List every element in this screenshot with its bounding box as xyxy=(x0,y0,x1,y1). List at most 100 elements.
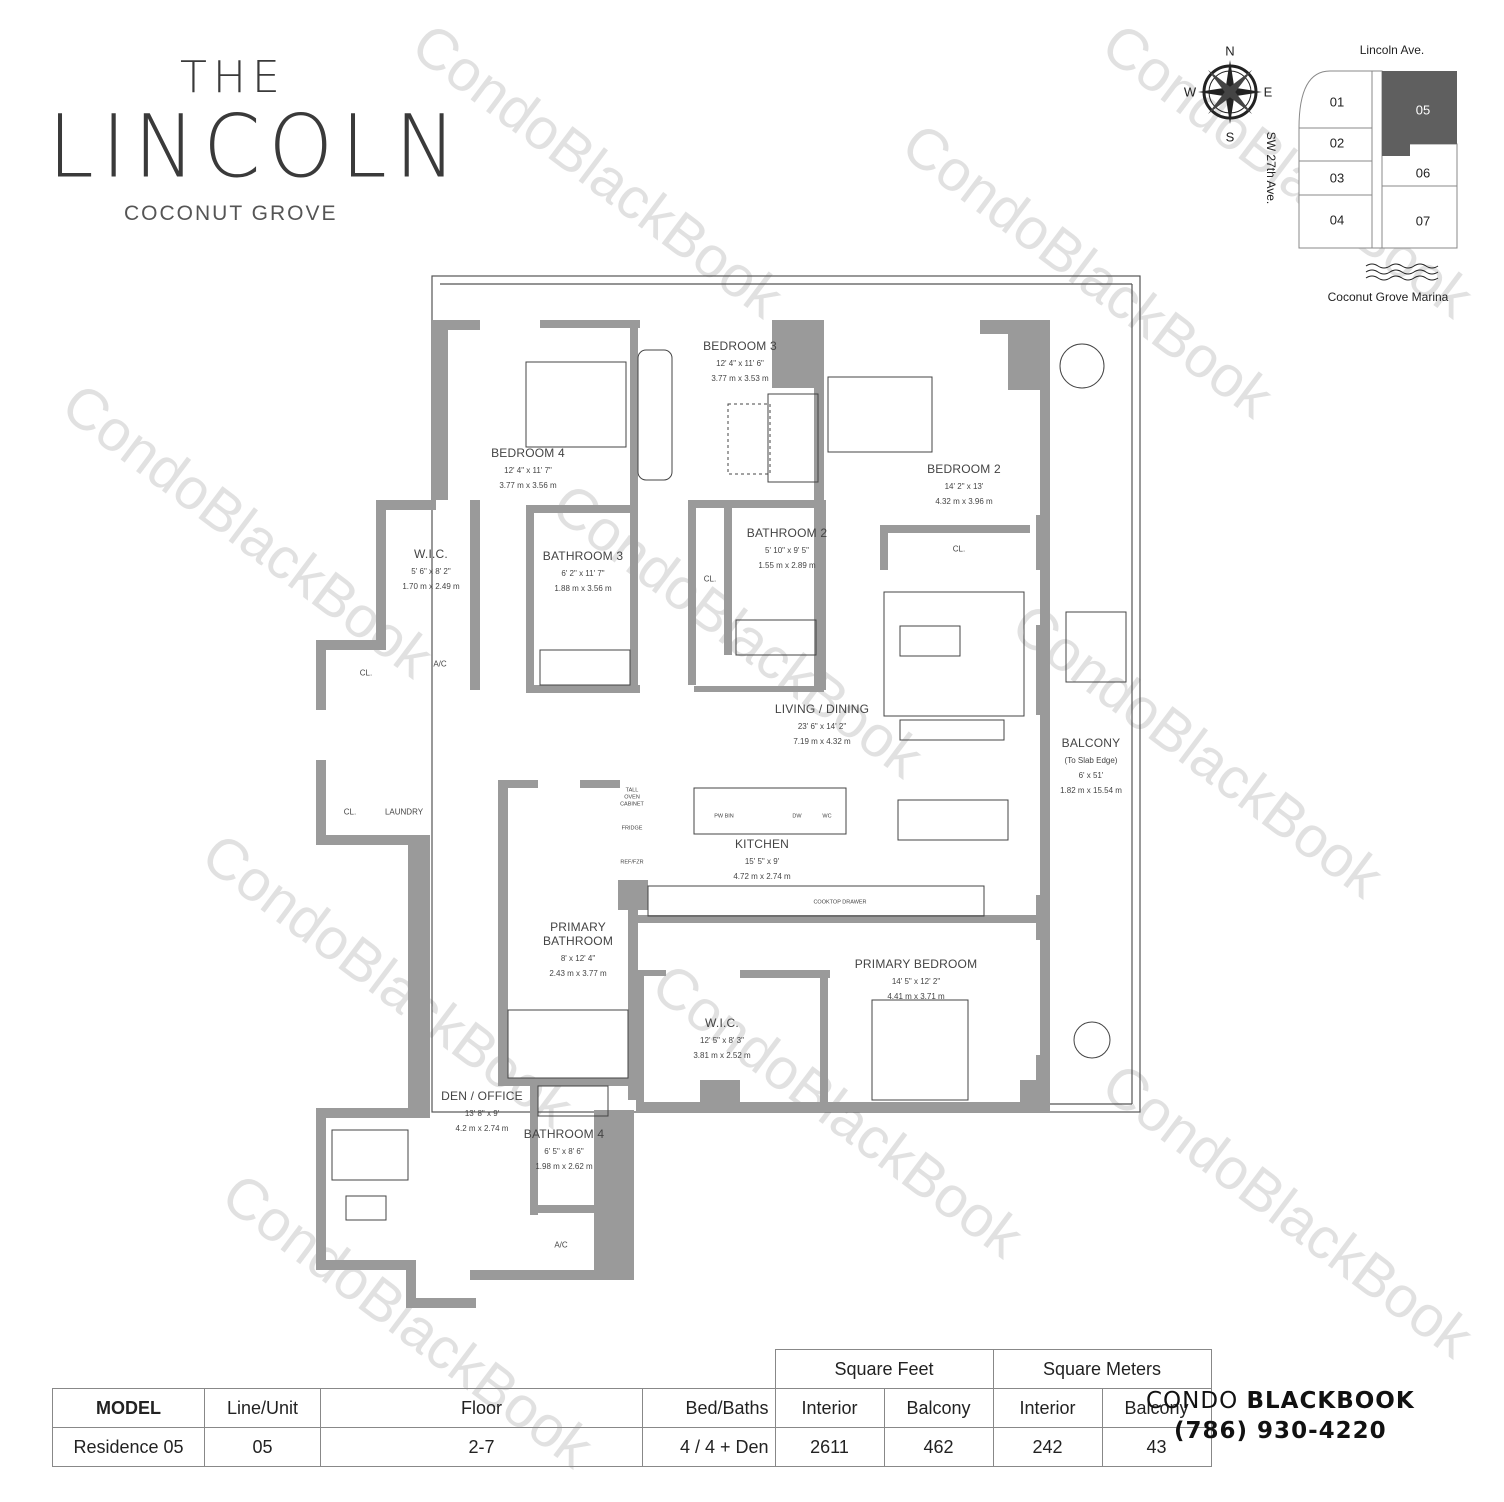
room-kitchen: KITCHEN 15' 5" x 9' 4.72 m x 2.74 m xyxy=(733,837,790,881)
room-dimensions-m: 4.2 m x 2.74 m xyxy=(455,1124,509,1133)
room-dimensions-ft: 23' 6" x 14' 2" xyxy=(797,722,847,731)
room-balcony: BALCONY (To Slab Edge) 6' x 51' 1.82 m x… xyxy=(1060,736,1122,795)
balcony-dining xyxy=(1065,611,1127,683)
header-square-meters: Square Meters xyxy=(992,1349,1212,1389)
cell-sqm-interior: 242 xyxy=(992,1427,1103,1467)
logo-lincoln: LINCOLN xyxy=(48,97,465,198)
key-unit-05: 05 xyxy=(1415,102,1431,118)
room-dimensions-ft: 6' x 51' xyxy=(1078,771,1104,780)
room-dimensions-ft: 12' 4" x 11' 7" xyxy=(504,466,552,475)
brand-name-bold: BLACKBOOK xyxy=(1246,1388,1415,1414)
room-bedroom-2: BEDROOM 2 14' 2" x 13' 4.32 m x 3.96 m xyxy=(927,462,1001,506)
furniture xyxy=(331,343,1127,1221)
tall-oven-label: TALL OVEN CABINET xyxy=(620,787,644,808)
room-dimensions-ft: 13' 8" x 9' xyxy=(464,1109,500,1118)
room-name: BATHROOM 3 xyxy=(542,549,624,563)
room-dimensions-ft: 5' 6" x 8' 2" xyxy=(411,567,451,576)
header-square-feet: Square Feet xyxy=(774,1349,994,1389)
rug xyxy=(727,403,771,475)
room-name: W.I.C. xyxy=(705,1016,739,1030)
room-dimensions-ft: 14' 2" x 13' xyxy=(944,482,984,491)
street-north: Lincoln Ave. xyxy=(1359,43,1425,57)
sofa-bedroom3 xyxy=(767,393,819,483)
wc-label: WC xyxy=(822,813,832,820)
den-sofa xyxy=(331,1129,409,1181)
room-bedroom-3: BEDROOM 3 12' 4" x 11' 6" 3.77 m x 3.53 … xyxy=(703,339,777,383)
room-bathroom-4: BATHROOM 4 6' 5" x 8' 6" 1.98 m x 2.62 m xyxy=(524,1127,604,1171)
dining-table xyxy=(897,799,1009,841)
room-dimensions-m: 1.70 m x 2.49 m xyxy=(402,582,460,591)
room-name: DEN / OFFICE xyxy=(441,1089,523,1103)
brand-block: CONDO BLACKBOOK (786) 930-4220 xyxy=(1146,1386,1415,1446)
room-den-office: DEN / OFFICE 13' 8" x 9' 4.2 m x 2.74 m xyxy=(441,1089,523,1133)
primary-bed xyxy=(871,999,969,1101)
room-name: PRIMARY BEDROOM xyxy=(854,957,978,971)
table-row: Residence 05 05 2-7 4 / 4 + Den 2611 462… xyxy=(52,1427,1212,1467)
compass-south: S xyxy=(1225,129,1235,145)
kitchen-island xyxy=(693,787,847,835)
room-wic-2: W.I.C. 12' 5" x 8' 3" 3.81 m x 2.52 m xyxy=(693,1016,750,1060)
street-west: SW 27th Ave. xyxy=(1264,131,1278,205)
key-plan xyxy=(1298,70,1458,281)
room-dimensions-m: 2.43 m x 3.77 m xyxy=(549,969,607,978)
room-dimensions-ft: 8' x 12' 4" xyxy=(560,954,596,963)
cell-sqft-interior: 2611 xyxy=(774,1427,885,1467)
room-name: PRIMARY xyxy=(550,920,606,934)
brand-phone[interactable]: (786) 930-4220 xyxy=(1174,1418,1387,1444)
compass-east: E xyxy=(1263,84,1273,100)
laundry-label: LAUNDRY xyxy=(384,807,424,817)
room-name: BEDROOM 3 xyxy=(703,339,777,353)
bed-4 xyxy=(525,361,627,448)
cell-sqft-balcony: 462 xyxy=(883,1427,994,1467)
shower xyxy=(507,1009,629,1079)
room-dimensions-m: 1.88 m x 3.56 m xyxy=(554,584,612,593)
room-dimensions-m: 1.82 m x 15.54 m xyxy=(1060,786,1122,795)
balcony-outline xyxy=(431,275,1141,1113)
room-dimensions-ft: 14' 5" x 12' 2" xyxy=(891,977,941,986)
bed-2 xyxy=(827,376,933,453)
den-table xyxy=(345,1195,387,1221)
key-unit-01: 01 xyxy=(1329,94,1345,110)
room-dimensions-m: 4.72 m x 2.74 m xyxy=(733,872,791,881)
room-name-line2: BATHROOM xyxy=(542,934,614,948)
shower-b2 xyxy=(735,619,817,656)
room-bedroom-4: BEDROOM 4 12' 4" x 11' 7" 3.77 m x 3.56 … xyxy=(491,446,565,490)
cell-model: Residence 05 xyxy=(52,1427,205,1467)
logo-the: THE xyxy=(180,52,286,103)
room-dimensions-m: 4.41 m x 3.71 m xyxy=(887,992,945,1001)
closet-label: CL. xyxy=(359,668,373,678)
room-dimensions-ft: 12' 4" x 11' 6" xyxy=(716,359,764,368)
room-dimensions-ft: 12' 5" x 8' 3" xyxy=(700,1036,744,1045)
room-dimensions-ft: 5' 10" x 9' 5" xyxy=(765,546,809,555)
brand-name-light: CONDO xyxy=(1146,1388,1247,1414)
room-primary-bedroom: PRIMARY BEDROOM 14' 5" x 12' 2" 4.41 m x… xyxy=(855,957,978,1001)
cell-floor: 2-7 xyxy=(320,1427,643,1467)
room-primary-bathroom: PRIMARY BATHROOM 8' x 12' 4" 2.43 m x 3.… xyxy=(543,920,613,978)
room-dimensions-m: 7.19 m x 4.32 m xyxy=(793,737,851,746)
pw-bin-label: PW BIN xyxy=(714,813,734,820)
room-dimensions-ft: 6' 5" x 8' 6" xyxy=(544,1147,584,1156)
room-name: LIVING / DINING xyxy=(774,702,870,716)
header-bed-baths: Bed/Baths xyxy=(642,1388,776,1428)
room-note: (To Slab Edge) xyxy=(1064,756,1118,765)
room-name: W.I.C. xyxy=(414,547,448,561)
water-label: Coconut Grove Marina xyxy=(1327,290,1449,304)
header-sqm-interior: Interior xyxy=(992,1388,1103,1428)
header-model: MODEL xyxy=(52,1388,205,1428)
desk xyxy=(637,349,673,481)
compass-rose-icon xyxy=(1198,60,1262,124)
key-unit-03: 03 xyxy=(1329,170,1345,186)
balcony-chair xyxy=(1059,343,1105,389)
header-sqft-balcony: Balcony xyxy=(883,1388,994,1428)
room-dimensions-m: 3.77 m x 3.56 m xyxy=(499,481,557,490)
room-dimensions-m: 3.77 m x 3.53 m xyxy=(711,374,769,383)
ref-fzr-label: REF/FZR xyxy=(620,859,644,866)
living-sofa xyxy=(883,591,1025,717)
room-dimensions-ft: 6' 2" x 11' 7" xyxy=(561,569,605,578)
walls xyxy=(316,320,1050,1308)
room-wic-1: W.I.C. 5' 6" x 8' 2" 1.70 m x 2.49 m xyxy=(402,547,459,591)
balcony-table xyxy=(1073,1021,1111,1059)
room-name: BEDROOM 2 xyxy=(927,462,1001,476)
room-living-dining: LIVING / DINING 23' 6" x 14' 2" 7.19 m x… xyxy=(775,702,869,746)
